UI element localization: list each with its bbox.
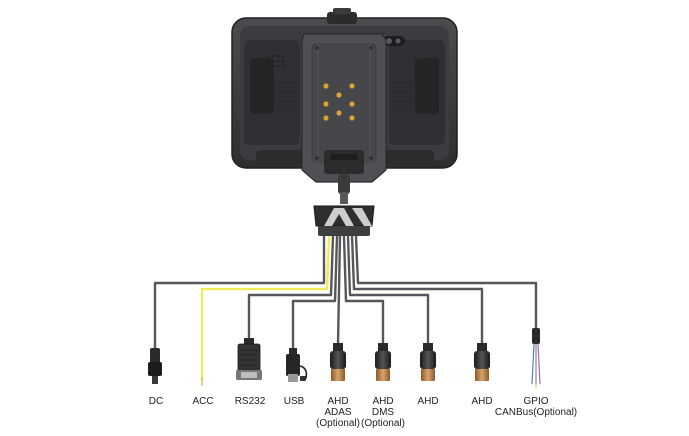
label-line: AHD [372, 396, 394, 407]
gpio-wire-icon [531, 328, 541, 388]
mounting-bracket-icon [301, 33, 387, 183]
label-ahd-adas: AHD ADAS (Optional) [316, 396, 360, 429]
label-ahd-2: AHD [471, 396, 492, 407]
label-line: DMS [371, 407, 395, 418]
aviation-connector-icon [330, 343, 346, 381]
aviation-connector-icon [420, 343, 436, 381]
aviation-connector-icon [375, 343, 391, 381]
label-line: CANBus(Optional) [494, 407, 578, 418]
cable-bundle [153, 235, 538, 380]
label-line: ADAS [324, 407, 352, 418]
label-line: AHD [327, 396, 349, 407]
label-line: AHD [417, 396, 439, 407]
usb-plug-icon [286, 348, 308, 382]
label-ahd-dms: AHD DMS (Optional) [361, 396, 405, 429]
cable-ahd-1 [346, 235, 430, 345]
label-gpio: GPIO CANBus(Optional) [495, 396, 577, 418]
label-rs232: RS232 [235, 396, 266, 407]
aviation-connector-icon [474, 343, 490, 381]
label-line: ACC [192, 396, 214, 407]
label-line: RS232 [234, 396, 266, 407]
label-line: (Optional) [361, 418, 405, 429]
cable-ahd-2 [350, 235, 484, 345]
label-line: DC [148, 396, 164, 407]
label-usb: USB [284, 396, 305, 407]
label-acc: ACC [192, 396, 213, 407]
db9-connector-icon [236, 338, 262, 380]
dc-plug-icon [148, 348, 162, 384]
label-line: (Optional) [316, 418, 360, 429]
cable-usb [291, 235, 339, 350]
pogo-pins-icon [323, 83, 355, 121]
cable-ahd-adas [336, 235, 342, 346]
main-cable [338, 174, 350, 204]
cable-ahd-dms [342, 235, 385, 345]
label-line: USB [283, 396, 305, 407]
label-ahd-1: AHD [417, 396, 438, 407]
cable-dc [153, 236, 326, 350]
label-line: AHD [471, 396, 493, 407]
cable-gpio [354, 235, 538, 330]
cable-acc [200, 235, 331, 380]
label-line: GPIO [523, 396, 549, 407]
label-dc: DC [149, 396, 163, 407]
splitter-hub-icon [313, 205, 375, 236]
cable-rs232 [247, 235, 335, 342]
